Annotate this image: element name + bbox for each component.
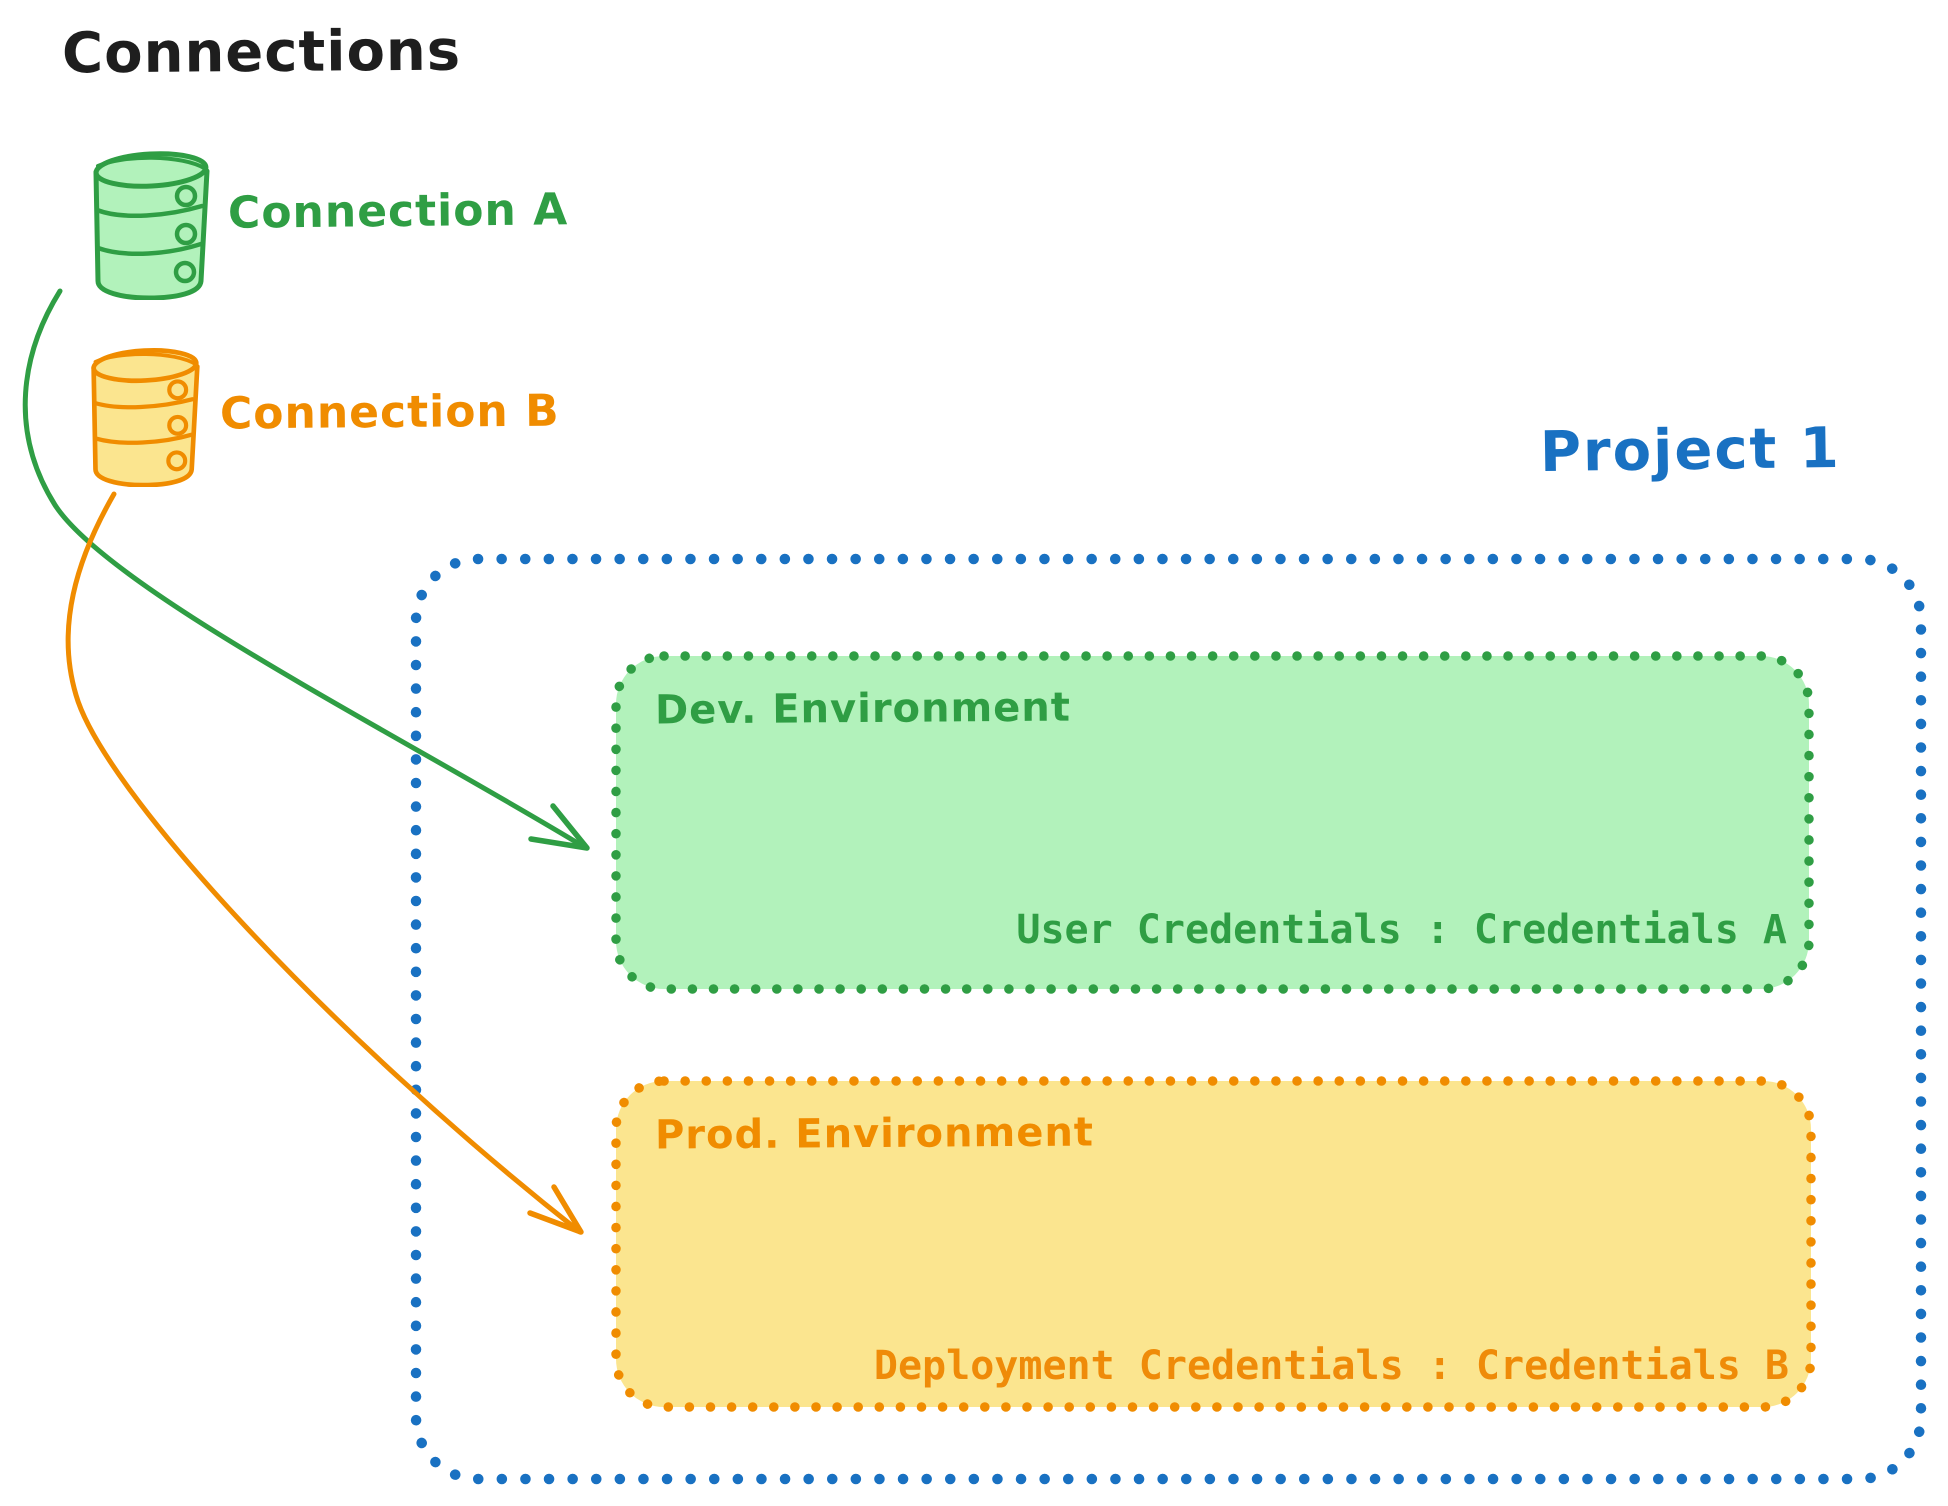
- connection-b-item: Connection B: [86, 345, 560, 491]
- prod-environment-credentials: Deployment Credentials : Credentials B: [873, 1343, 1789, 1389]
- project-title: Project 1: [1539, 415, 1842, 486]
- connection-a-label: Connection A: [227, 184, 569, 239]
- prod-environment-title: Prod. Environment: [654, 1109, 1095, 1159]
- database-icon-connection-b: [86, 345, 204, 491]
- connection-a-item: Connection A: [88, 148, 568, 304]
- dev-environment-box: Dev. Environment User Credentials : Cred…: [610, 650, 1815, 995]
- diagram-title: Connections: [61, 18, 462, 87]
- database-icon-connection-a: [88, 148, 214, 304]
- connection-b-label: Connection B: [219, 385, 560, 440]
- dev-environment-title: Dev. Environment: [654, 684, 1072, 734]
- dev-environment-credentials: User Credentials : Credentials A: [1016, 907, 1787, 953]
- prod-environment-box: Prod. Environment Deployment Credentials…: [610, 1075, 1817, 1413]
